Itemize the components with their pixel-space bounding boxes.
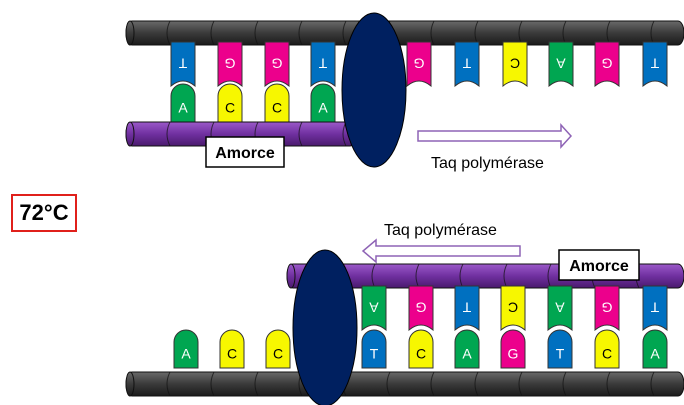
base-letter: T: [462, 55, 471, 71]
bottom-primer-base: G: [408, 285, 434, 332]
top-template-base: G: [264, 41, 290, 88]
base-letter: C: [225, 100, 235, 116]
base-letter: T: [650, 299, 659, 315]
bottom-template-base: A: [642, 329, 668, 369]
bottom-free-base: C: [265, 329, 291, 369]
bottom-free-base: C: [219, 329, 245, 369]
bottom-direction-arrow: [361, 238, 521, 264]
base-letter: G: [602, 299, 613, 315]
base-letter: G: [414, 55, 425, 71]
base-letter: C: [508, 299, 518, 315]
top-primer-label-box: Amorce: [205, 136, 285, 168]
base-letter: T: [462, 299, 471, 315]
top-template-strand: [125, 20, 684, 46]
top-template-base: G: [217, 41, 243, 88]
bottom-primer-label-box: Amorce: [558, 249, 640, 281]
bottom-primer-base: A: [361, 285, 387, 332]
base-letter: A: [181, 346, 191, 362]
base-letter: A: [369, 299, 379, 315]
top-template-base: T: [642, 41, 668, 88]
bottom-primer-base: T: [454, 285, 480, 332]
top-template-base: G: [594, 41, 620, 88]
base-letter: T: [370, 346, 379, 362]
base-letter: G: [508, 346, 519, 362]
top-taq-polymerase: [341, 12, 407, 168]
bottom-free-base: A: [173, 329, 199, 369]
bottom-template-base: C: [408, 329, 434, 369]
base-letter: T: [650, 55, 659, 71]
top-panel: T G G T G T C A G T A C C A Amorce Taq polymérase: [125, 12, 684, 172]
bottom-template-base: T: [361, 329, 387, 369]
top-template-base: A: [548, 41, 574, 88]
top-template-base: T: [310, 41, 336, 88]
base-letter: G: [602, 55, 613, 71]
base-letter: A: [555, 299, 565, 315]
base-letter: C: [273, 346, 283, 362]
base-letter: C: [272, 100, 282, 116]
top-template-base: T: [170, 41, 196, 88]
top-direction-arrow: [417, 123, 573, 149]
base-letter: G: [272, 55, 283, 71]
base-letter: A: [650, 346, 660, 362]
bottom-template-base: G: [500, 329, 526, 369]
base-letter: G: [225, 55, 236, 71]
base-letter: G: [416, 299, 427, 315]
base-letter: C: [416, 346, 426, 362]
temperature-label: 72°C: [11, 194, 77, 232]
top-primer-base: A: [170, 83, 196, 123]
bottom-taq-polymerase: [292, 249, 358, 405]
base-letter: C: [227, 346, 237, 362]
base-letter: C: [602, 346, 612, 362]
bottom-primer-base: A: [547, 285, 573, 332]
top-template-base: T: [454, 41, 480, 88]
top-primer-base: C: [217, 83, 243, 123]
base-letter: T: [178, 55, 187, 71]
top-primer-base: A: [310, 83, 336, 123]
base-letter: A: [462, 346, 472, 362]
bottom-primer-base: C: [500, 285, 526, 332]
base-letter: T: [318, 55, 327, 71]
top-template-base: G: [406, 41, 432, 88]
top-template-base: C: [502, 41, 528, 88]
bottom-template-base: A: [454, 329, 480, 369]
top-enzyme-label: Taq polymérase: [431, 155, 544, 172]
bottom-template-strand: [125, 371, 684, 397]
bottom-enzyme-label: Taq polymérase: [384, 222, 497, 239]
bottom-primer-base: G: [594, 285, 620, 332]
bottom-template-base: C: [594, 329, 620, 369]
top-primer-base: C: [264, 83, 290, 123]
bottom-panel: A G T C A G T A C C T C A G T C A Amorce Taq polyméras…: [125, 222, 684, 405]
bottom-template-base: T: [547, 329, 573, 369]
bottom-primer-label: Amorce: [569, 258, 629, 275]
base-letter: T: [556, 346, 565, 362]
base-letter: C: [510, 55, 520, 71]
base-letter: A: [318, 100, 328, 116]
top-primer-label: Amorce: [215, 145, 275, 162]
base-letter: A: [556, 55, 566, 71]
bottom-primer-base: T: [642, 285, 668, 332]
base-letter: A: [178, 100, 188, 116]
